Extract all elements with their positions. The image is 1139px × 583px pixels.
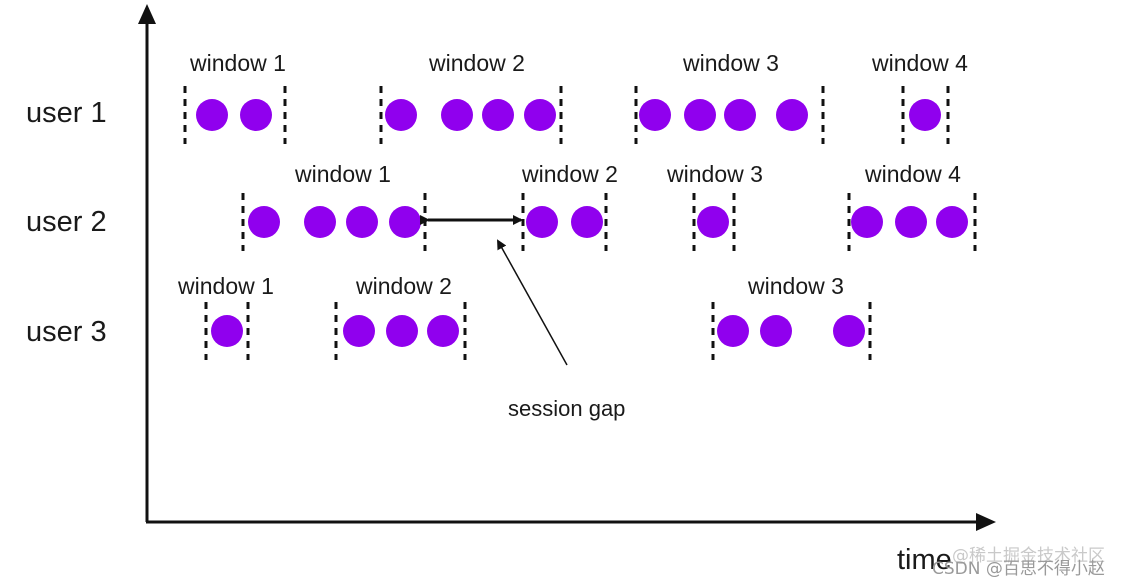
event-dot	[343, 315, 375, 347]
event-dot	[524, 99, 556, 131]
event-dot	[211, 315, 243, 347]
session-window	[183, 86, 287, 144]
event-dot	[482, 99, 514, 131]
session-window	[241, 193, 427, 251]
watermark: CSDN @百思不得小赵	[932, 559, 1105, 579]
session-window	[334, 302, 467, 360]
session-window	[204, 302, 250, 360]
event-dot	[909, 99, 941, 131]
user-label: user 3	[26, 316, 107, 348]
window-label: window 2	[355, 273, 452, 299]
session-window	[711, 302, 872, 360]
window-label: window 1	[177, 273, 274, 299]
user-label: user 1	[26, 97, 107, 129]
event-dot	[386, 315, 418, 347]
user-label: user 2	[26, 206, 107, 238]
x-axis-label: time	[897, 544, 952, 576]
event-dot	[385, 99, 417, 131]
event-dot	[639, 99, 671, 131]
event-dot	[346, 206, 378, 238]
event-dot	[684, 99, 716, 131]
event-dot	[833, 315, 865, 347]
event-dot	[717, 315, 749, 347]
window-label: window 2	[521, 161, 618, 187]
session-gap-label: session gap	[508, 396, 625, 421]
session-window	[379, 86, 563, 144]
windows-layer	[183, 86, 977, 360]
event-dot	[776, 99, 808, 131]
window-label: window 3	[747, 273, 844, 299]
event-dot	[196, 99, 228, 131]
event-dot	[389, 206, 421, 238]
event-dot	[526, 206, 558, 238]
event-dot	[895, 206, 927, 238]
event-dot	[936, 206, 968, 238]
window-label: window 4	[864, 161, 961, 187]
window-label: window 3	[682, 50, 779, 76]
session-window	[692, 193, 736, 251]
session-window	[847, 193, 977, 251]
window-label: window 1	[294, 161, 391, 187]
event-dot	[240, 99, 272, 131]
session-gap-pointer	[497, 239, 568, 366]
event-dot	[571, 206, 603, 238]
event-dot	[851, 206, 883, 238]
event-dot	[304, 206, 336, 238]
session-window	[901, 86, 950, 144]
session-window	[634, 86, 825, 144]
x-axis-arrowhead	[976, 513, 996, 531]
event-dot	[724, 99, 756, 131]
event-dot	[441, 99, 473, 131]
window-label: window 3	[666, 161, 763, 187]
y-axis-arrowhead	[138, 4, 156, 24]
session-window	[521, 193, 608, 251]
event-dot	[697, 206, 729, 238]
event-dot	[760, 315, 792, 347]
event-dot	[427, 315, 459, 347]
window-label: window 1	[189, 50, 286, 76]
window-label: window 2	[428, 50, 525, 76]
watermark: @稀土掘金技术社区	[952, 546, 1105, 566]
window-label: window 4	[871, 50, 968, 76]
event-dot	[248, 206, 280, 238]
